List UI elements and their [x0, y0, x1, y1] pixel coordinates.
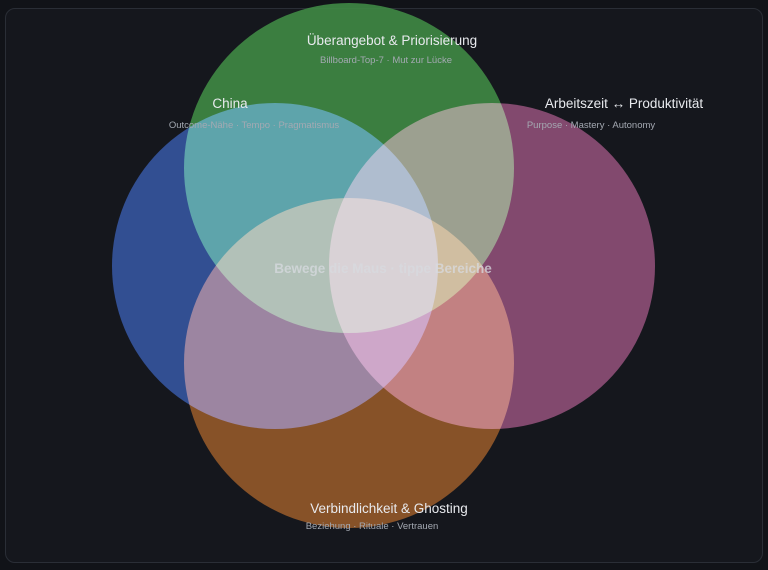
- set-subtitle-left: Outcome-Nähe · Tempo · Pragmatismus: [169, 120, 340, 131]
- set-title-left: China: [212, 96, 248, 111]
- set-title-top: Überangebot & Priorisierung: [307, 33, 477, 48]
- set-subtitle-top: Billboard-Top-7 · Mut zur Lücke: [320, 55, 452, 66]
- set-subtitle-right: Purpose · Mastery · Autonomy: [527, 120, 656, 131]
- set-subtitle-bottom: Beziehung · Rituale · Vertrauen: [306, 521, 439, 532]
- set-title-bottom: Verbindlichkeit & Ghosting: [310, 501, 468, 516]
- hover-hint: Bewege die Maus · tippe Bereiche: [274, 261, 492, 276]
- set-circle-verbindlichkeit[interactable]: [184, 198, 514, 528]
- set-title-right: Arbeitszeit ↔ Produktivität: [545, 96, 704, 111]
